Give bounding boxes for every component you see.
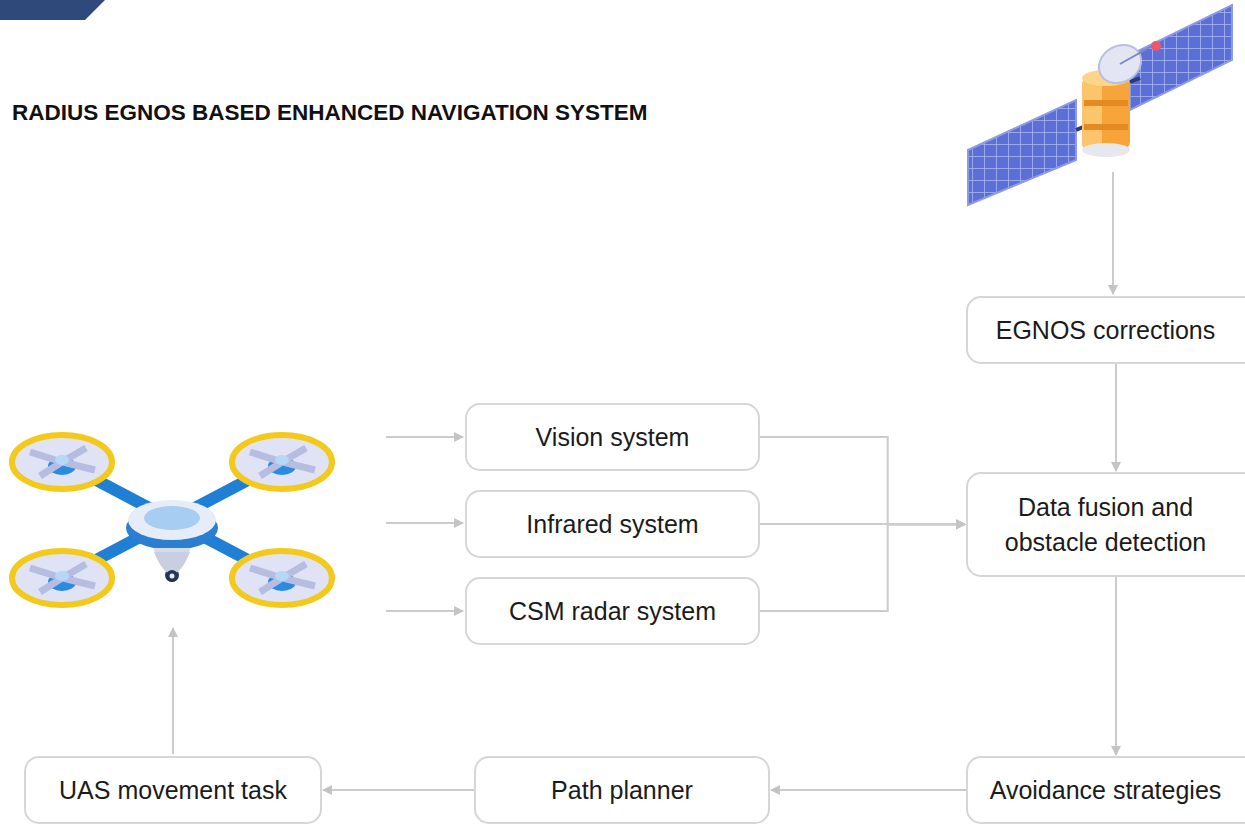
flow-connector [760, 525, 965, 612]
sensor-arrows [173, 172, 1113, 754]
process-box: Path planner [474, 756, 770, 824]
process-box: Vision system [465, 403, 760, 471]
flow-connector [760, 437, 965, 525]
box-label: CSM radar system [509, 594, 716, 629]
process-box: CSM radar system [465, 577, 760, 645]
box-label: Vision system [536, 420, 690, 455]
flow-connector [1115, 364, 1117, 471]
box-label: Path planner [551, 773, 693, 808]
process-box: Data fusion and obstacle detection [966, 472, 1245, 577]
box-label: Avoidance strategies [990, 773, 1222, 808]
process-box: UAS movement task [24, 756, 322, 824]
flow-connector [771, 789, 966, 791]
corner-tab [0, 0, 105, 20]
box-label: Infrared system [526, 507, 698, 542]
satellite [968, 5, 1232, 205]
flow-connector [323, 789, 474, 791]
process-box: Avoidance strategies [966, 756, 1245, 824]
process-box: Infrared system [465, 490, 760, 558]
drone [12, 435, 332, 605]
box-label: EGNOS corrections [996, 313, 1216, 348]
box-label: Data fusion and obstacle detection [980, 490, 1231, 560]
box-label: UAS movement task [59, 773, 287, 808]
process-box: EGNOS corrections [966, 296, 1245, 364]
flow-connector [1115, 577, 1117, 755]
diagram-title: RADIUS EGNOS BASED ENHANCED NAVIGATION S… [12, 100, 647, 126]
